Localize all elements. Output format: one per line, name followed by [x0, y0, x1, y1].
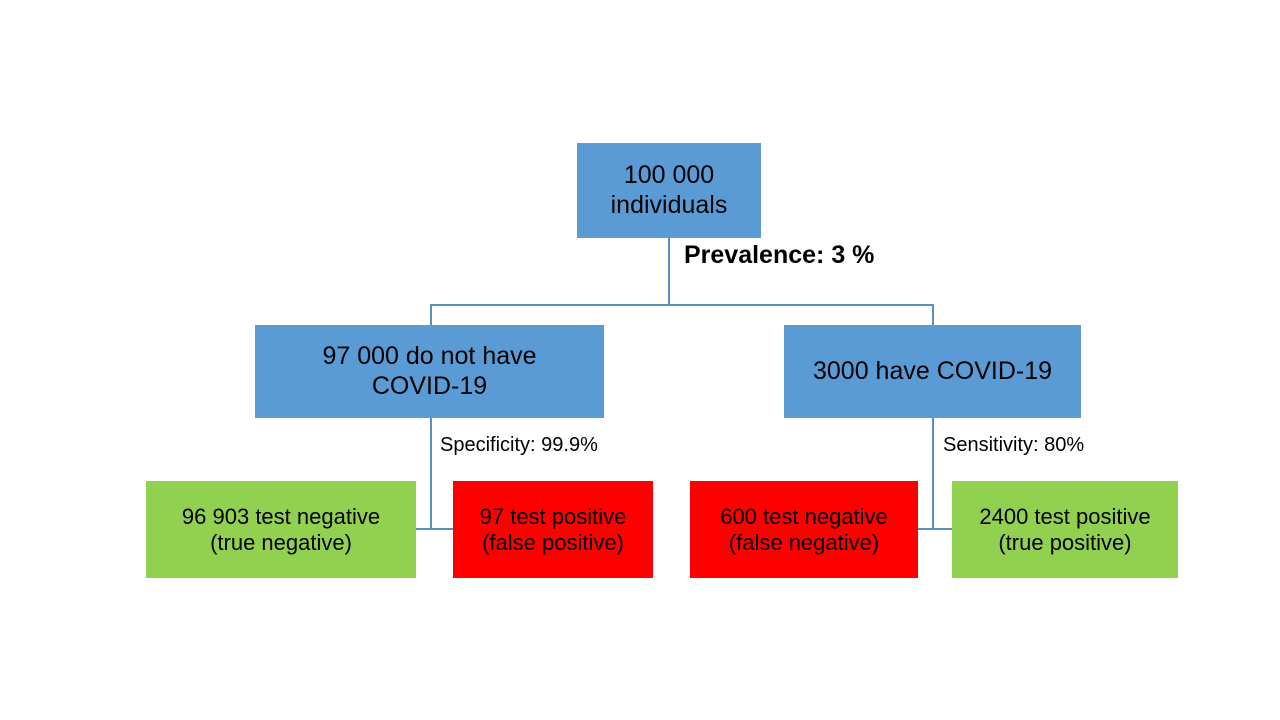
connector-arm-false-positive [430, 528, 460, 530]
node-false-positive: 97 test positive (false positive) [453, 481, 653, 578]
edge-label-sensitivity: Sensitivity: 80% [943, 434, 1085, 456]
node-false-negative: 600 test negative (false negative) [690, 481, 918, 578]
node-true-positive: 2400 test positive (true positive) [952, 481, 1178, 578]
connector-no-disease-stem [430, 418, 432, 529]
edge-label-prevalence: Prevalence: 3 % [684, 241, 875, 269]
connector-root-stem [668, 238, 670, 305]
node-total-population: 100 000 individuals [577, 143, 761, 238]
connector-arm-true-positive [932, 528, 960, 530]
connector-root-split-bar [430, 304, 934, 306]
connector-disease-stem [932, 418, 934, 529]
node-true-negative: 96 903 test negative (true negative) [146, 481, 416, 578]
connector-drop-disease [932, 304, 934, 326]
connector-drop-no-disease [430, 304, 432, 326]
connector-arm-false-negative [908, 528, 934, 530]
node-no-disease: 97 000 do not have COVID-19 [255, 325, 604, 418]
edge-label-specificity: Specificity: 99.9% [440, 434, 598, 456]
node-has-disease: 3000 have COVID-19 [784, 325, 1081, 418]
connector-arm-true-negative [400, 528, 432, 530]
